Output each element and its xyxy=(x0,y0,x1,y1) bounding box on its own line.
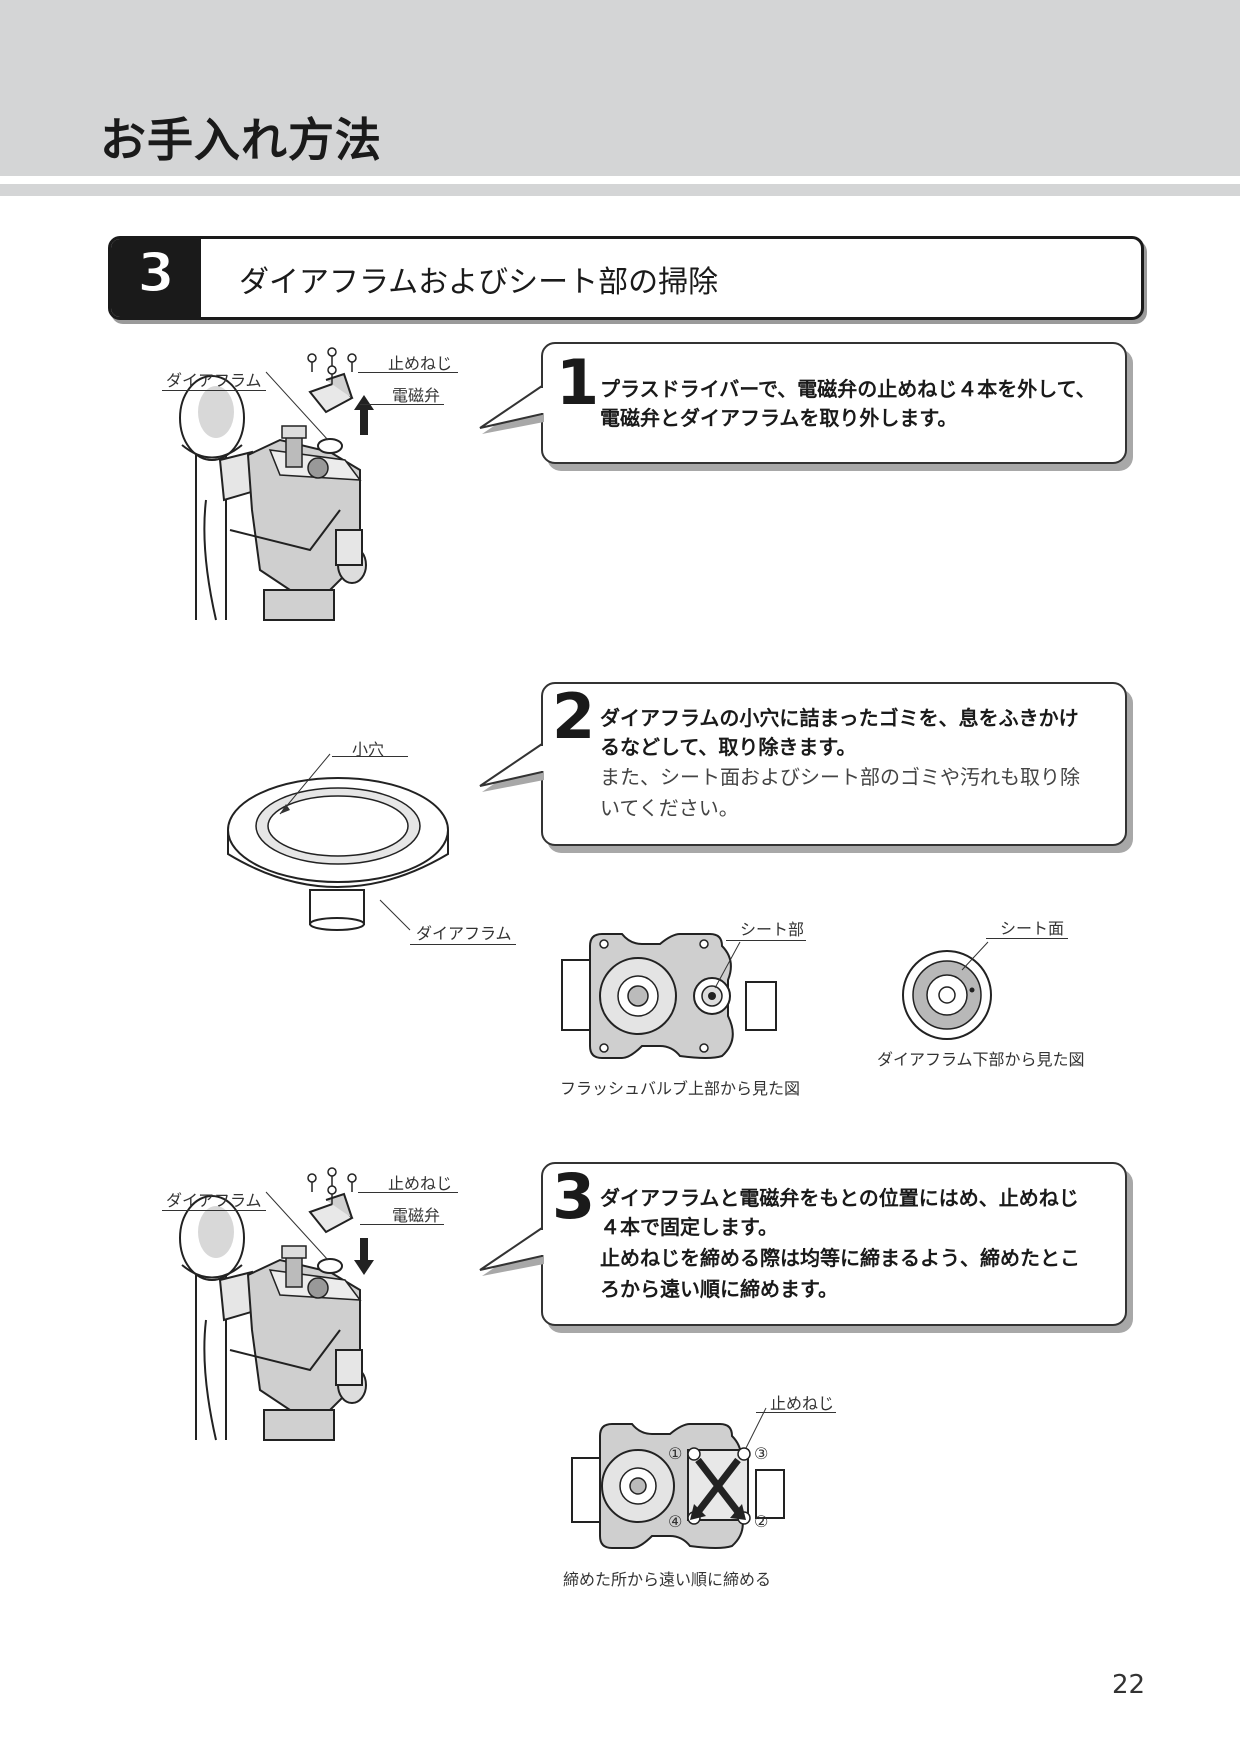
header-divider-lower xyxy=(0,184,1240,196)
step-2-line-2: るなどして、取り除きます。 xyxy=(600,735,857,759)
step-3-line-1: ダイアフラムと電磁弁をもとの位置にはめ、止めねじ xyxy=(600,1186,1079,1210)
step-1-callout xyxy=(541,342,1127,464)
step-1-line-1: プラスドライバーで、電磁弁の止めねじ４本を外して、 xyxy=(600,377,1096,401)
step-1-number: 1 xyxy=(556,346,600,419)
step-3-line-4: ろから遠い順に締めます。 xyxy=(600,1277,838,1301)
tightening-order-illustration xyxy=(571,1407,785,1549)
fig6-screw-label: 止めねじ xyxy=(770,1394,835,1413)
step-3-line-2: ４本で固定します。 xyxy=(600,1215,778,1239)
step-2-note-line-2: いてください。 xyxy=(600,796,739,820)
diaphragm-bottom-view-illustration xyxy=(902,941,992,1040)
flush-valve-disassembly-illustration xyxy=(179,347,374,621)
flush-valve-top-view-illustration xyxy=(561,933,777,1059)
page-title: お手入れ方法 xyxy=(100,113,382,167)
step-1-callout-tail xyxy=(479,384,545,434)
step-3-number: 3 xyxy=(552,1160,596,1233)
fig5-valve-underline xyxy=(360,1224,444,1225)
fig1-diaphragm-label: ダイアフラム xyxy=(166,371,262,390)
fig6-order-2: ② xyxy=(754,1512,769,1531)
fig2-diaphragm-underline xyxy=(410,944,516,945)
step-2-callout xyxy=(541,682,1127,846)
fig5-screw-label: 止めねじ xyxy=(388,1174,453,1193)
fig6-caption: 締めた所から遠い順に締める xyxy=(563,1570,772,1589)
step-3-line-3: 止めねじを締める際は均等に締まるよう、締めたとこ xyxy=(600,1246,1080,1270)
fig4-caption: ダイアフラム下部から見た図 xyxy=(877,1050,1085,1069)
step-2-number: 2 xyxy=(552,680,596,753)
section-title: ダイアフラムおよびシート部の掃除 xyxy=(239,265,719,300)
fig2-diaphragm-label: ダイアフラム xyxy=(416,924,512,943)
fig4-seat-face-label: シート面 xyxy=(1000,919,1065,938)
step-2-callout-tail xyxy=(479,742,545,792)
section-heading: 3 ダイアフラムおよびシート部の掃除 xyxy=(108,236,1144,320)
fig5-diaphragm-label: ダイアフラム xyxy=(166,1191,262,1210)
fig6-order-4: ④ xyxy=(668,1512,683,1531)
fig2-hole-label: 小穴 xyxy=(352,740,385,759)
fig1-screw-underline xyxy=(358,372,458,373)
fig1-screw-label: 止めねじ xyxy=(388,354,453,373)
header-band xyxy=(0,0,1240,176)
fig3-seat-part-underline xyxy=(726,940,806,941)
fig5-screw-underline xyxy=(358,1192,458,1193)
fig5-diaphragm-underline xyxy=(162,1210,266,1211)
header-divider xyxy=(0,176,1240,184)
fig4-seat-face-underline xyxy=(986,938,1068,939)
diaphragm-illustration xyxy=(227,753,449,931)
fig1-diaphragm-underline xyxy=(162,390,266,391)
step-1-line-2: 電磁弁とダイアフラムを取り外します。 xyxy=(600,406,958,430)
fig3-caption: フラッシュバルブ上部から見た図 xyxy=(560,1079,801,1098)
fig1-valve-label: 電磁弁 xyxy=(392,386,441,405)
flush-valve-reassembly-illustration xyxy=(179,1167,374,1441)
step-3-callout xyxy=(541,1162,1127,1326)
page-number: 22 xyxy=(1112,1670,1146,1700)
fig6-order-1: ① xyxy=(668,1444,683,1463)
section-number-block: 3 xyxy=(111,239,201,317)
step-2-note-line-1: また、シート面およびシート部のゴミや汚れも取り除 xyxy=(600,765,1080,789)
fig6-screw-underline xyxy=(756,1412,836,1413)
step-2-line-1: ダイアフラムの小穴に詰まったゴミを、息をふきかけ xyxy=(600,706,1079,730)
fig3-seat-part-label: シート部 xyxy=(740,920,805,939)
section-number: 3 xyxy=(136,240,176,305)
step-3-callout-tail xyxy=(479,1226,545,1276)
fig5-valve-label: 電磁弁 xyxy=(392,1206,441,1225)
fig6-order-3: ③ xyxy=(754,1444,769,1463)
fig1-valve-underline xyxy=(360,404,444,405)
fig2-hole-underline xyxy=(332,756,408,757)
